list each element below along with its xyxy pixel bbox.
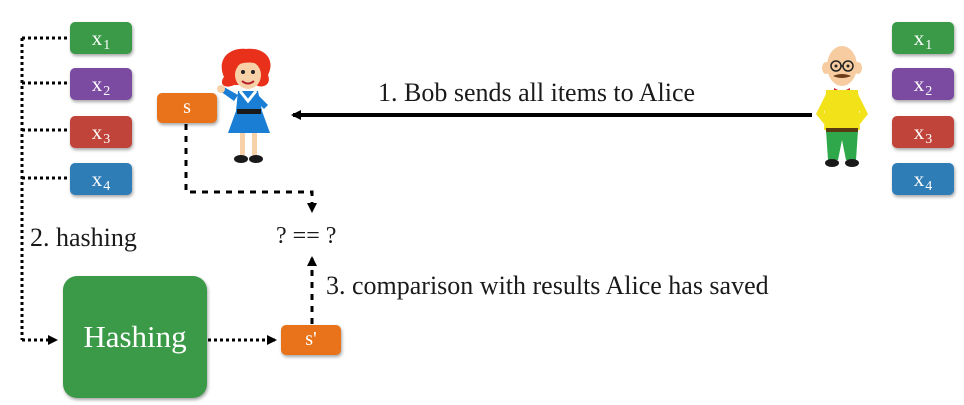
left-item-x4: x4	[70, 163, 132, 195]
s-prime-label: s'	[305, 328, 317, 350]
item-sub: 2	[103, 84, 111, 99]
alice-cartoon-icon	[217, 48, 271, 163]
item-var: x	[91, 72, 103, 96]
s-prime-box: s'	[281, 325, 341, 355]
item-sub: 1	[103, 38, 111, 53]
right-item-x2: x2	[892, 68, 954, 100]
item-var: x	[91, 26, 103, 50]
item-sub: 1	[925, 38, 933, 53]
right-item-x3: x3	[892, 116, 954, 148]
item-sub: 2	[925, 84, 933, 99]
step2-label: 2. hashing	[30, 223, 139, 253]
right-item-x1: x1	[892, 22, 954, 54]
item-var: x	[91, 120, 103, 144]
s-box: s	[157, 93, 217, 123]
hashing-box: Hashing	[63, 276, 207, 398]
item-var: x	[913, 26, 925, 50]
item-bracket	[20, 36, 70, 345]
item-var: x	[913, 120, 925, 144]
item-var: x	[91, 167, 103, 191]
item-var: x	[913, 72, 925, 96]
step3-label: 3. comparison with results Alice has sav…	[326, 271, 769, 300]
left-item-x3: x3	[70, 116, 132, 148]
item-sub: 3	[103, 132, 111, 147]
right-item-x4: x4	[892, 163, 954, 195]
item-sub: 4	[925, 179, 933, 194]
item-var: x	[913, 167, 925, 191]
item-sub: 3	[925, 132, 933, 147]
hashing-label: Hashing	[83, 319, 187, 354]
s-label: s	[183, 96, 191, 118]
step1-label: 1. Bob sends all items to Alice	[378, 78, 696, 107]
item-sub: 4	[103, 179, 111, 194]
compare-label: ? == ?	[276, 223, 337, 249]
left-item-x2: x2	[70, 68, 132, 100]
bob-cartoon-icon	[816, 46, 868, 167]
left-item-x1: x1	[70, 22, 132, 54]
